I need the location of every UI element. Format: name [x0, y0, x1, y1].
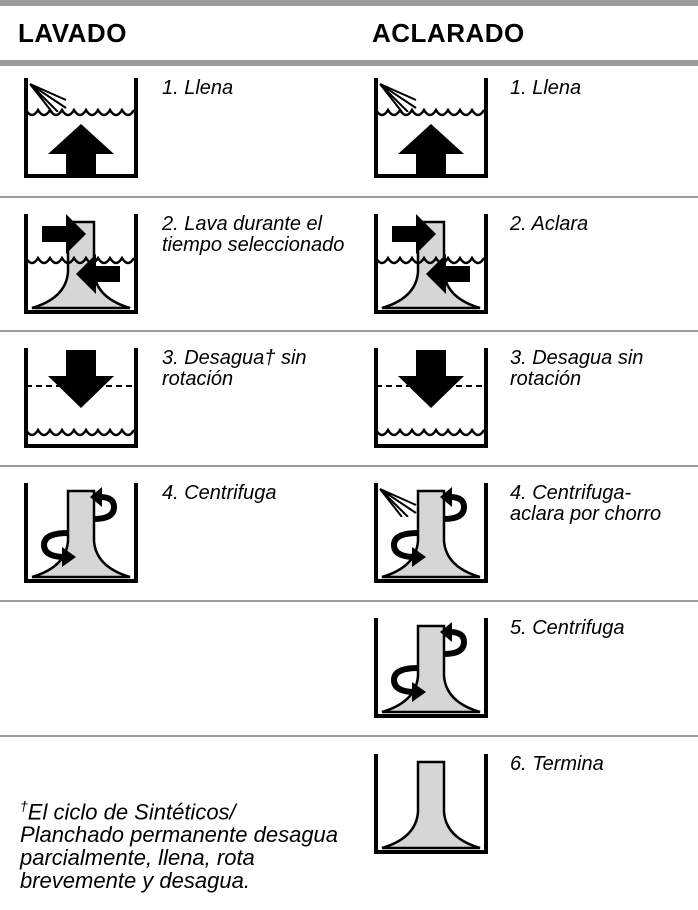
header-wash: LAVADO [18, 18, 127, 48]
wash-step-4: 4. Centrifuga [162, 482, 277, 504]
spin-icon [24, 481, 138, 583]
end-icon [374, 752, 488, 854]
fill-icon [374, 76, 488, 178]
rinse-step-1: 1. Llena [510, 77, 582, 99]
footnote-text: El ciclo de Sintéticos/ Planchado perman… [20, 799, 339, 894]
top-rule [0, 0, 698, 6]
fill-icon [24, 76, 138, 178]
spin-spray-icon [374, 481, 488, 583]
drain-icon [24, 346, 138, 448]
row-divider [0, 330, 698, 332]
agitate-icon [24, 212, 138, 314]
footnote: †El ciclo de Sintéticos/ Planchado perma… [20, 795, 340, 892]
row-divider [0, 735, 698, 737]
rinse-step-2: 2. Aclara [510, 213, 589, 235]
drain-icon [374, 346, 488, 448]
rinse-step-5: 5. Centrifuga [510, 617, 625, 639]
row-divider [0, 465, 698, 467]
rinse-step-6: 6. Termina [510, 753, 604, 775]
rinse-step-3: 3. Desagua sin rotación [510, 347, 644, 390]
row-divider [0, 196, 698, 198]
header-rule [0, 60, 698, 66]
footnote-mark: † [20, 798, 28, 814]
wash-step-2: 2. Lava durante el tiempo seleccionado [162, 213, 345, 256]
header-rinse: ACLARADO [372, 18, 525, 48]
agitate-icon [374, 212, 488, 314]
row-divider [0, 600, 698, 602]
rinse-step-4: 4. Centrifuga-aclara por chorro [510, 482, 662, 525]
wash-step-1: 1. Llena [162, 77, 234, 99]
spin-icon [374, 616, 488, 718]
wash-step-3: 3. Desagua† sin rotación [162, 347, 307, 390]
